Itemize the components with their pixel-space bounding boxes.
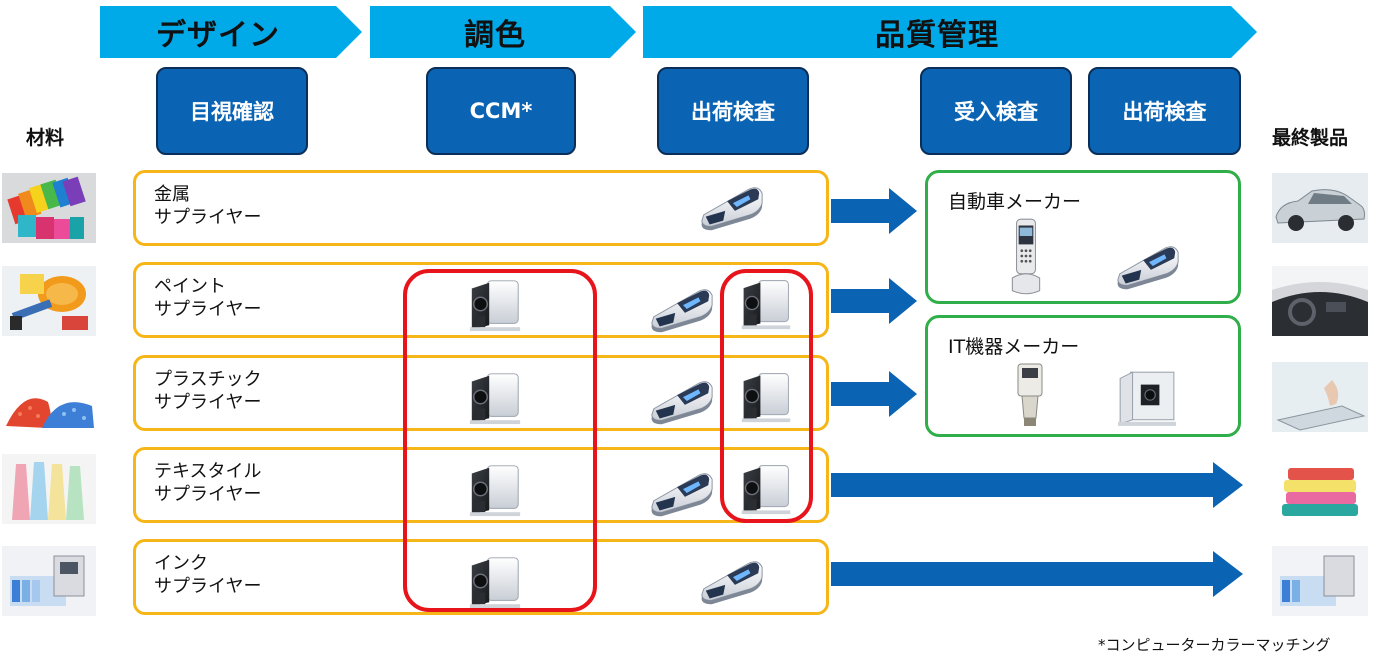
- handheld-spectrophotometer-icon: [1114, 239, 1182, 291]
- supplier-row-paint: ペイント サプライヤー: [133, 262, 829, 338]
- final-products-header: 最終製品: [1272, 127, 1349, 149]
- car-exterior-image: [1272, 173, 1368, 243]
- stage-ccm: CCM*: [426, 67, 576, 155]
- ink-samples-image: [2, 546, 96, 616]
- phase-toning-label: 調色: [464, 18, 526, 53]
- flow-arrow-plastic: [831, 371, 917, 417]
- handheld-tower-spectrophotometer-icon: [1010, 360, 1050, 430]
- maker-box-it-equipment: IT機器メーカー: [925, 315, 1241, 437]
- supplier-label-metal: 金属 サプライヤー: [154, 184, 262, 228]
- supplier-row-metal: 金属 サプライヤー: [133, 170, 829, 246]
- supplier-label-ink: インク サプライヤー: [154, 553, 262, 597]
- stage-shipping-inspection-1: 出荷検査: [657, 67, 809, 155]
- ccm-footnote: *コンピューターカラーマッチング: [1098, 636, 1331, 654]
- maker-label-automotive: 自動車メーカー: [948, 191, 1082, 213]
- supplier-row-textile: テキスタイル サプライヤー: [133, 447, 829, 523]
- printed-ink-image: [1272, 546, 1368, 616]
- paint-materials-image: [2, 266, 96, 336]
- handheld-tower-spectrophotometer-icon: [1000, 215, 1052, 299]
- stage-visual-check: 目視確認: [156, 67, 308, 155]
- flow-arrow-paint: [831, 278, 917, 324]
- flow-arrow-metal: [831, 188, 917, 234]
- supplier-label-textile: テキスタイル サプライヤー: [154, 461, 262, 505]
- metal-color-chips-image: [2, 173, 96, 243]
- phase-design-label: デザイン: [156, 18, 280, 53]
- phase-quality-chevron: 品質管理: [643, 6, 1257, 58]
- handheld-spectrophotometer-icon: [698, 180, 766, 232]
- flow-arrow-ink: [831, 551, 1243, 597]
- folded-textiles-image: [1272, 454, 1368, 524]
- phase-quality-label: 品質管理: [875, 18, 999, 53]
- sphere-spectrophotometer-icon: [1114, 366, 1180, 428]
- supplier-row-ink: インク サプライヤー: [133, 539, 829, 615]
- ccm-group-highlight: [403, 269, 597, 612]
- handheld-spectrophotometer-icon: [648, 466, 716, 518]
- maker-label-it-equipment: IT機器メーカー: [948, 336, 1080, 358]
- materials-header: 材料: [26, 127, 65, 149]
- handheld-spectrophotometer-icon: [648, 374, 716, 426]
- tablet-device-image: [1272, 362, 1368, 432]
- plastic-pellets-image: [2, 362, 96, 432]
- shipping-benchtop-group-highlight: [720, 269, 813, 523]
- supplier-label-paint: ペイント サプライヤー: [154, 276, 262, 320]
- phase-toning-chevron: 調色: [370, 6, 636, 58]
- car-interior-image: [1272, 266, 1368, 336]
- textile-yarn-image: [2, 454, 96, 524]
- handheld-spectrophotometer-icon: [648, 282, 716, 334]
- stage-shipping-inspection-2: 出荷検査: [1088, 67, 1241, 155]
- phase-design-chevron: デザイン: [100, 6, 362, 58]
- stage-receiving-inspection: 受入検査: [920, 67, 1072, 155]
- supplier-label-plastic: プラスチック サプライヤー: [154, 369, 262, 413]
- maker-box-automotive: 自動車メーカー: [925, 170, 1241, 304]
- handheld-spectrophotometer-icon: [698, 554, 766, 606]
- flow-arrow-textile: [831, 462, 1243, 508]
- supplier-row-plastic: プラスチック サプライヤー: [133, 355, 829, 431]
